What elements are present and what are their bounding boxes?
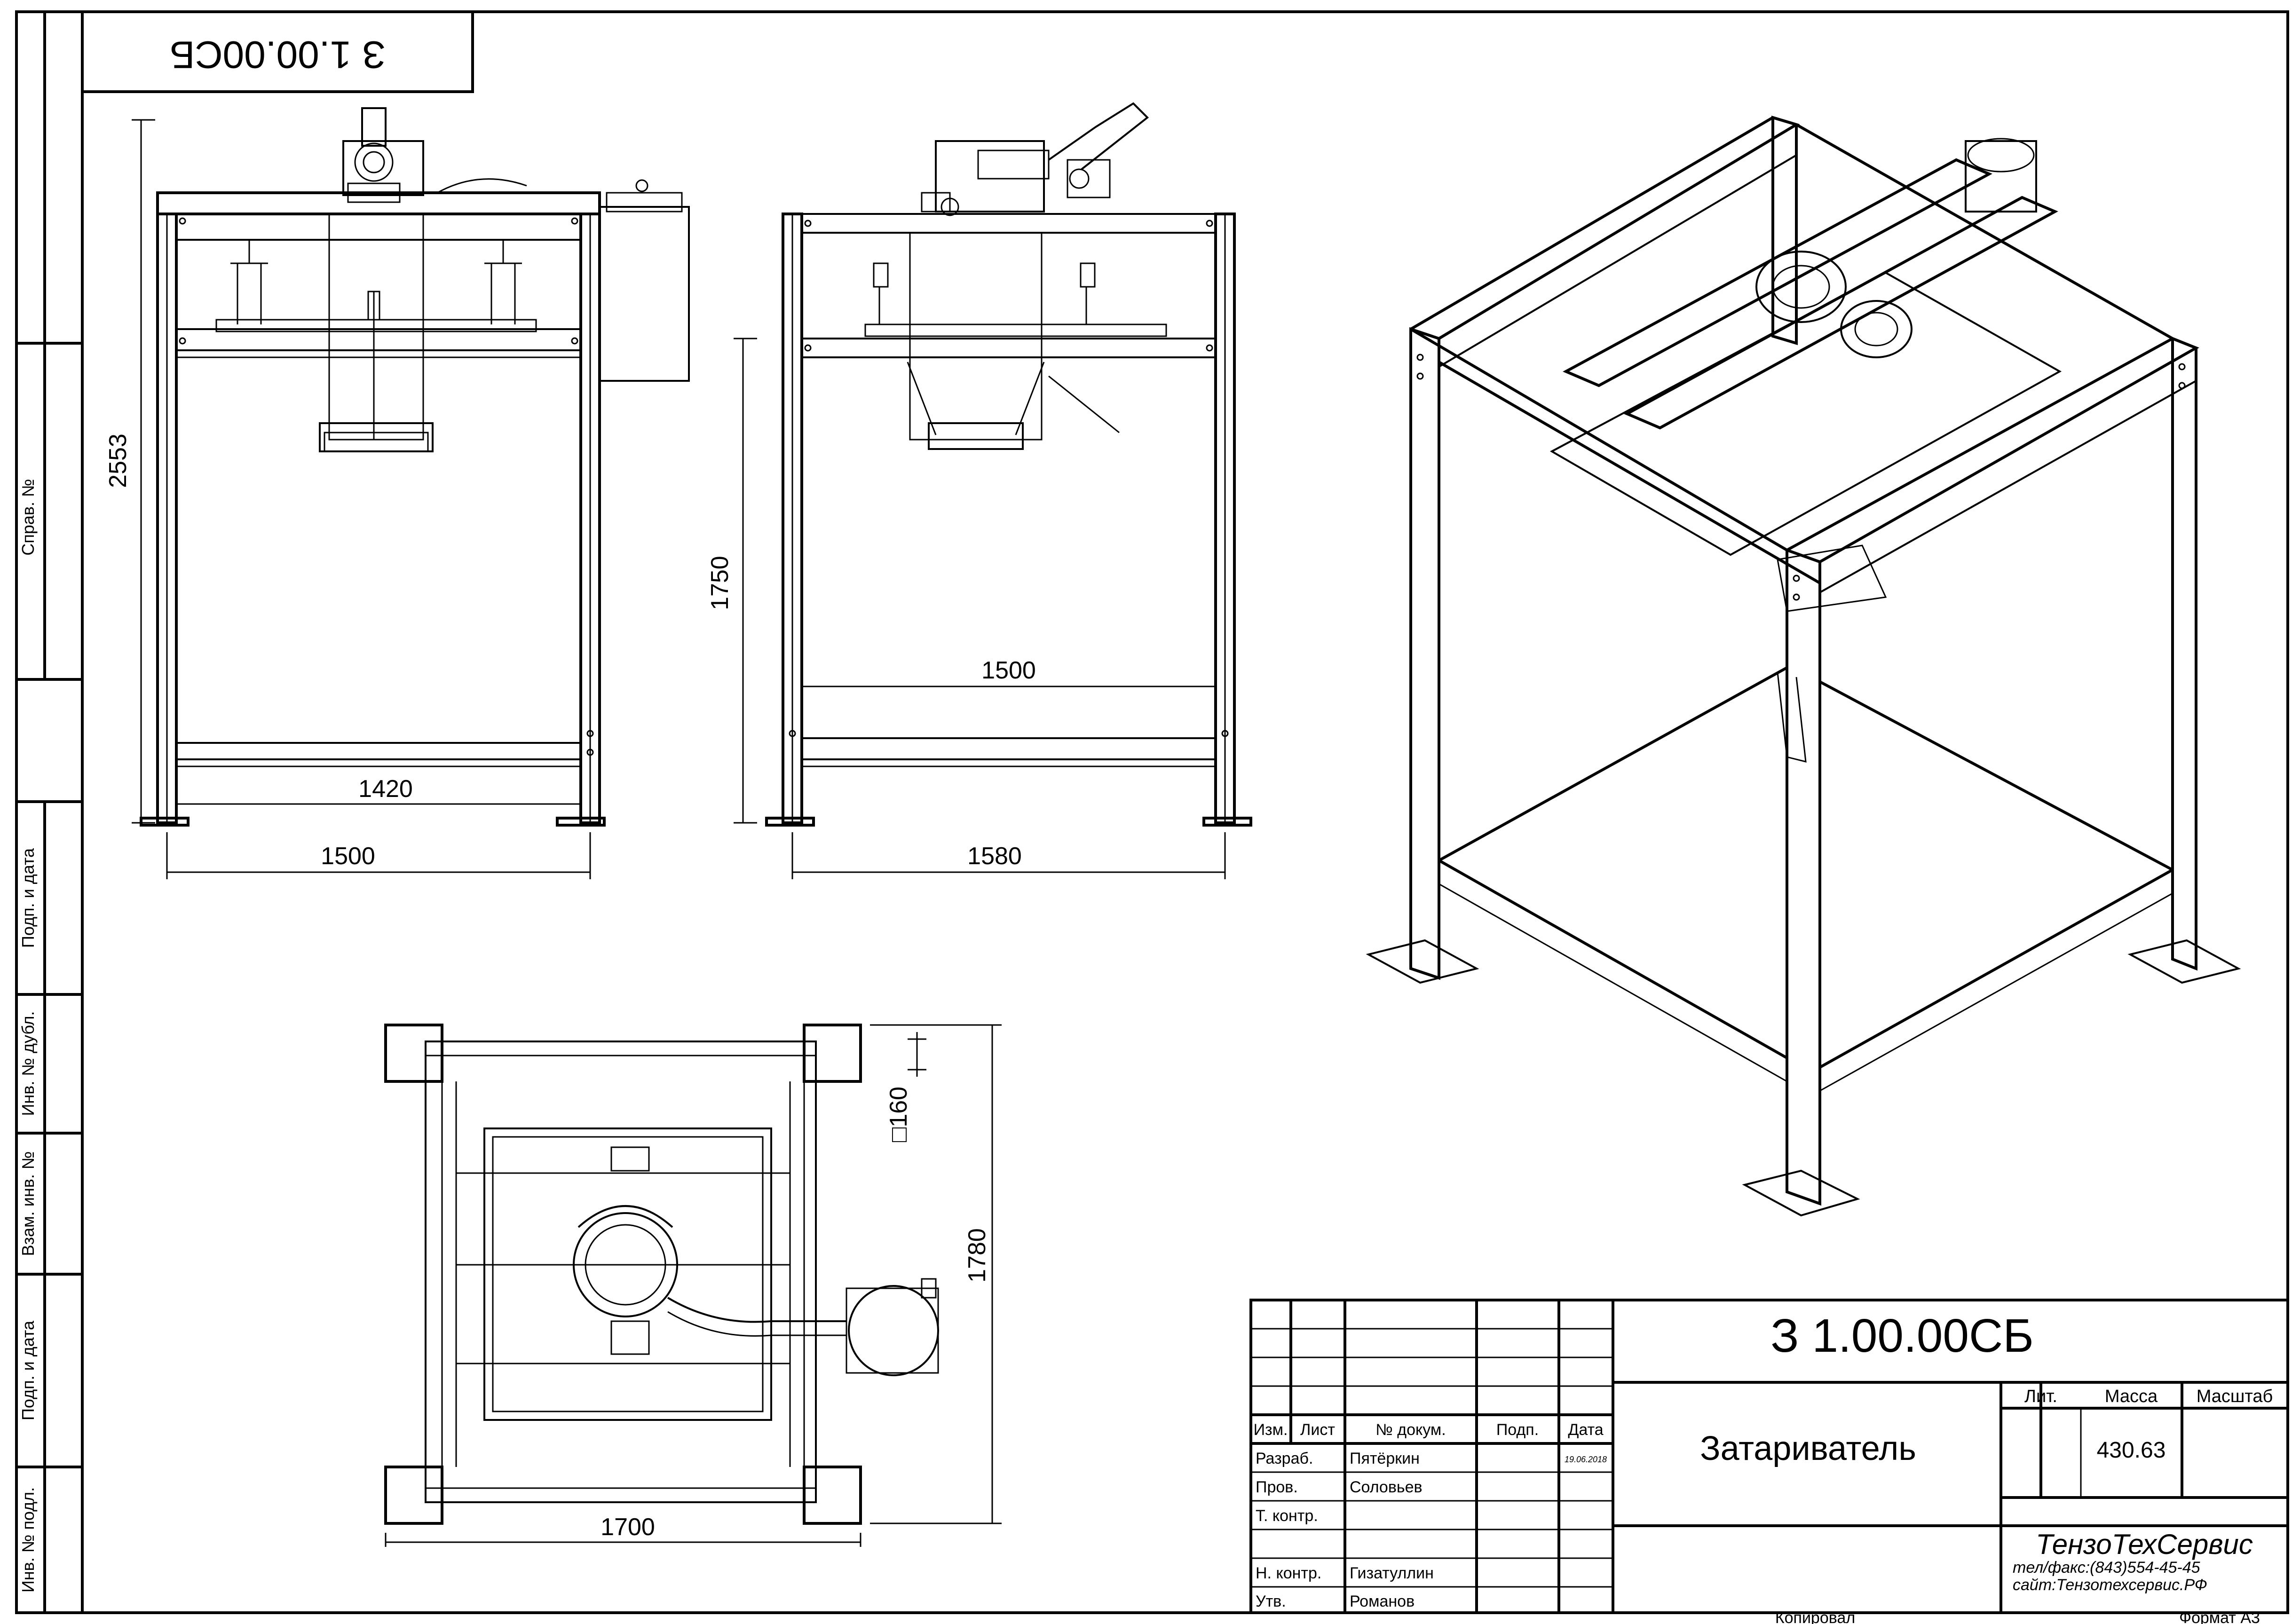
plan-view [384, 1024, 939, 1525]
name-prov: Соловьев [1350, 1478, 1423, 1496]
mass-label: Масса [2105, 1387, 2158, 1406]
header-date: Дата [1568, 1421, 1603, 1439]
rotated-code: З 1.00.00СБ [170, 33, 386, 76]
footer-copied: Копировал [1775, 1609, 1855, 1624]
role-razrab: Разраб. [1256, 1450, 1313, 1467]
dim-plan-width: 1700 [601, 1514, 655, 1541]
dim-side-width: 1580 [967, 843, 1022, 870]
rotated-code-box: З 1.00.00СБ [81, 10, 474, 93]
margin-inv-dubl: Инв. № дубл. [18, 1011, 38, 1116]
header-sign: Подп. [1496, 1421, 1539, 1439]
dim-front-height: 2553 [104, 434, 132, 488]
dim-plan-height: 1780 [964, 1228, 991, 1283]
lit-label: Лит. [2024, 1387, 2057, 1406]
title-code: З 1.00.00СБ [1770, 1309, 2034, 1362]
margin-sprav: Справ. № [18, 479, 38, 555]
scale-label: Масштаб [2197, 1387, 2273, 1406]
company-name: ТензоТехСервис [2036, 1529, 2253, 1560]
name-razrab: Пятёркин [1350, 1450, 1420, 1467]
mass-value: 430.63 [2097, 1438, 2166, 1463]
role-prov: Пров. [1256, 1478, 1298, 1496]
header-list: Лист [1300, 1421, 1335, 1439]
date-razrab: 19.06.2018 [1565, 1455, 1607, 1464]
margin-vzam-inv: Взам. инв. № [18, 1151, 38, 1256]
side-dimensions: 1750 1500 1580 [706, 338, 1226, 879]
header-doc: № докум. [1375, 1421, 1446, 1439]
name-nkontr: Гизатуллин [1350, 1564, 1434, 1582]
header-izm: Изм. [1254, 1421, 1288, 1439]
margin-podp-data-1: Подп. и дата [18, 848, 38, 948]
margin-inv-podl: Инв. № подл. [18, 1487, 38, 1592]
title-block: З 1.00.00СБ Затариватель Лит. Масса Масш… [1249, 1299, 2289, 1614]
name-utv: Романов [1350, 1592, 1415, 1610]
company-phone: тел/факс:(843)554-45-45 [2013, 1559, 2200, 1577]
dim-plan-square: □160 [885, 1087, 912, 1142]
margin-podp-data-2: Подп. и дата [18, 1320, 38, 1420]
company-site: сайт:Тензотехсервис.РФ [2013, 1576, 2207, 1594]
front-view [140, 107, 690, 827]
isometric-view [1366, 115, 2241, 1217]
dim-front-width: 1500 [321, 843, 375, 870]
role-utv: Утв. [1256, 1592, 1286, 1610]
plan-dimensions: 1700 1780 □160 [385, 1024, 1002, 1547]
footer-format: Формат А3 [2179, 1609, 2260, 1624]
role-nkontr: Н. контр. [1256, 1564, 1321, 1582]
dim-side-inner-width: 1500 [981, 657, 1036, 684]
dim-front-inner-width: 1420 [358, 775, 413, 803]
inner-frame [81, 10, 2289, 1614]
front-dimensions: 2553 1420 1500 [104, 119, 591, 879]
left-margin-strip: Справ. № Подп. и дата Инв. № дубл. Взам.… [16, 12, 82, 1613]
title-name: Затариватель [1700, 1430, 1916, 1467]
role-tkontr: Т. контр. [1256, 1507, 1318, 1525]
dim-side-height: 1750 [706, 556, 734, 610]
outer-frame [15, 10, 2289, 1614]
side-view [765, 102, 1252, 827]
